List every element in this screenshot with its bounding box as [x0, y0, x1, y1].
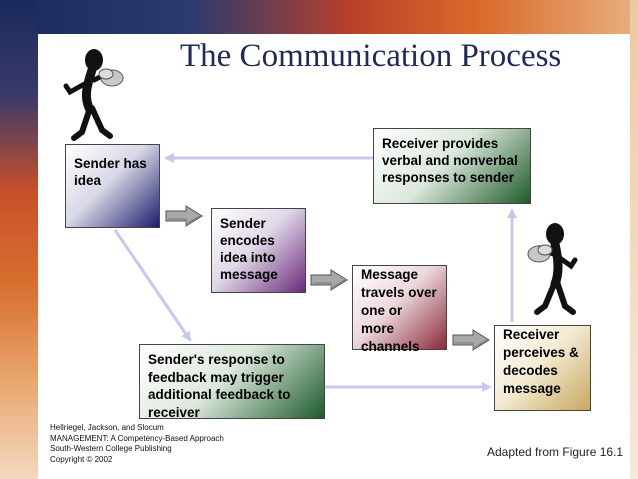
source-credit: Hellriegel, Jackson, and Slocum MANAGEME…: [50, 423, 224, 465]
arrow-right-icon: [310, 269, 348, 291]
stick-figure-receiver-icon: [527, 223, 578, 315]
stick-figure-sender-icon: [63, 49, 124, 141]
credit-copyright: Copyright © 2002: [50, 454, 113, 464]
arrow-right-icon: [452, 329, 490, 351]
credit-book: MANAGEMENT: A Competency-Based Approach: [50, 433, 224, 443]
page-title: The Communication Process: [180, 38, 562, 74]
background-left-band: [0, 0, 38, 479]
box-sender-encodes: Sender encodes idea into message: [211, 208, 306, 293]
credit-publisher: South-Western College Publishing: [50, 444, 172, 453]
background-right-band: [630, 0, 638, 479]
credit-authors: Hellriegel, Jackson, and Slocum: [50, 423, 164, 432]
adapted-note: Adapted from Figure 16.1: [487, 445, 624, 459]
box-sender-has-idea: Sender has idea: [65, 144, 160, 228]
box-sender-response: Sender's response to feedback may trigge…: [139, 344, 325, 420]
box-message-travels: Message travels over one or more channel…: [352, 265, 447, 354]
background-top-band: [0, 0, 638, 34]
connector-sender-to-feedback: [113, 229, 192, 342]
box-receiver-decodes: Receiver perceives & decodes message: [494, 325, 591, 411]
arrow-right-icon: [165, 205, 203, 227]
box-receiver-provides: Receiver provides verbal and nonverbal r…: [373, 128, 531, 204]
